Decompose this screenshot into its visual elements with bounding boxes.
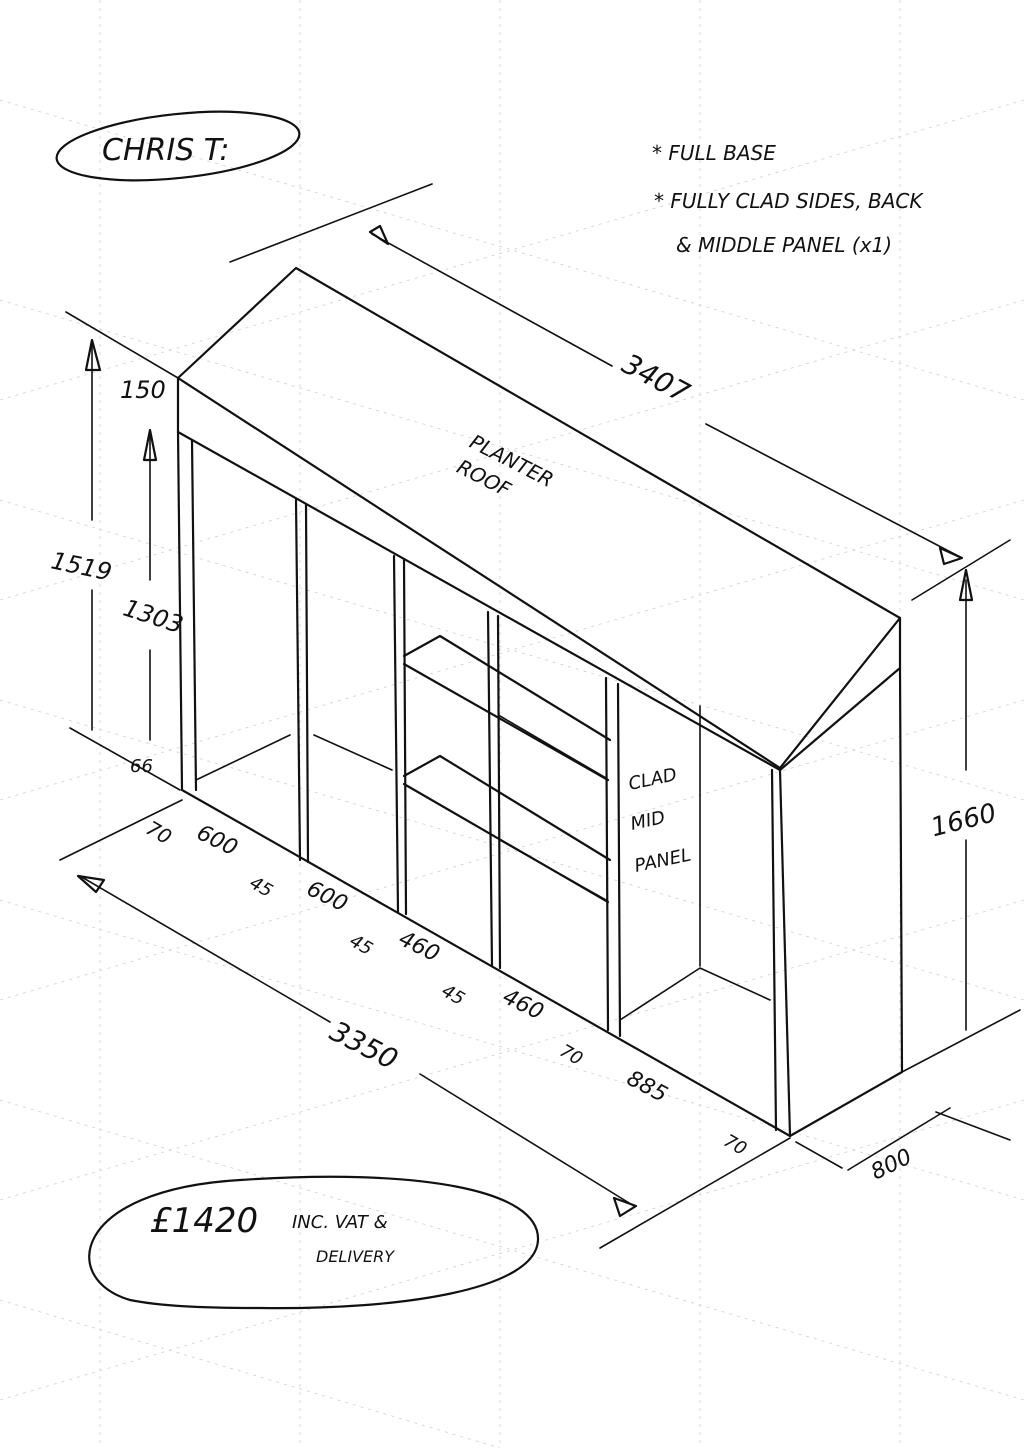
note-full-base: * FULL BASE xyxy=(652,141,776,165)
dim-seg-885: 885 xyxy=(622,1066,671,1108)
dim-base-height: 66 xyxy=(130,756,153,777)
dim-bottom-length: 3350 xyxy=(325,1014,403,1076)
dim-seg-45a: 45 xyxy=(246,872,276,902)
dim-seg-45c: 45 xyxy=(438,980,468,1010)
dim-inner-height: 1303 xyxy=(120,594,187,640)
dim-depth: 800 xyxy=(867,1144,916,1185)
dim-seg-600a: 600 xyxy=(193,820,242,861)
mid-panel-label-3: PANEL xyxy=(633,844,693,876)
dim-seg-70c: 70 xyxy=(720,1130,750,1160)
dim-seg-70a: 70 xyxy=(142,816,176,850)
price-quote: £1420 INC. VAT & DELIVERY xyxy=(88,1175,540,1310)
client-label: CHRIS T: xyxy=(55,110,301,182)
mid-panel-label-1: CLAD xyxy=(627,764,679,795)
mid-panel-label-2: MID xyxy=(629,807,667,835)
dim-seg-460a: 460 xyxy=(395,926,444,967)
note-middle-panel: & MIDDLE PANEL (x1) xyxy=(676,233,892,257)
price-amount: £1420 xyxy=(150,1201,258,1241)
dim-top-length: 3407 xyxy=(617,347,696,410)
spec-notes: * FULL BASE * FULLY CLAD SIDES, BACK & M… xyxy=(652,141,924,257)
dim-seg-70b: 70 xyxy=(556,1040,586,1070)
dim-seg-45b: 45 xyxy=(346,930,376,960)
dim-roof-thickness: 150 xyxy=(120,376,166,404)
note-clad-sides: * FULLY CLAD SIDES, BACK xyxy=(654,189,924,213)
price-note-2: DELIVERY xyxy=(316,1247,395,1266)
client-name: CHRIS T: xyxy=(102,133,229,168)
dim-overall-height: 1519 xyxy=(49,546,115,586)
price-note-1: INC. VAT & xyxy=(292,1212,388,1233)
dim-right-height: 1660 xyxy=(928,798,999,843)
dim-seg-460b: 460 xyxy=(499,984,548,1025)
planter-structure xyxy=(59,183,1021,1249)
